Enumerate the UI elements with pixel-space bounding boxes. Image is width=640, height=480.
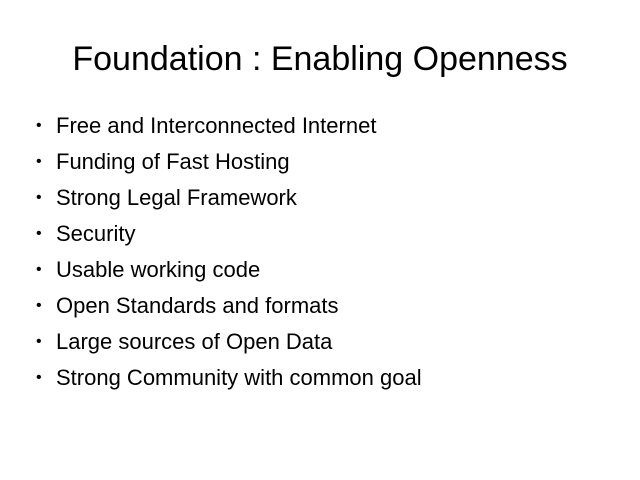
list-item: • Security (36, 216, 422, 252)
bullet-icon: • (36, 153, 42, 170)
bullet-icon: • (36, 369, 42, 386)
bullet-text: Usable working code (56, 257, 261, 282)
bullet-icon: • (36, 117, 42, 134)
bullet-icon: • (36, 189, 42, 206)
list-item: • Strong Legal Framework (36, 180, 422, 216)
list-item: • Funding of Fast Hosting (36, 144, 422, 180)
bullet-text: Open Standards and formats (56, 293, 339, 318)
list-item: • Open Standards and formats (36, 288, 422, 324)
bullet-list: • Free and Interconnected Internet • Fun… (36, 108, 422, 396)
bullet-icon: • (36, 297, 42, 314)
bullet-text: Free and Interconnected Internet (56, 113, 377, 138)
bullet-icon: • (36, 225, 42, 242)
bullet-text: Funding of Fast Hosting (56, 149, 290, 174)
list-item: • Large sources of Open Data (36, 324, 422, 360)
slide-title: Foundation : Enabling Openness (72, 40, 568, 78)
list-item: • Strong Community with common goal (36, 360, 422, 396)
bullet-icon: • (36, 333, 42, 350)
list-item: • Usable working code (36, 252, 422, 288)
bullet-text: Strong Community with common goal (56, 365, 422, 390)
bullet-text: Large sources of Open Data (56, 329, 333, 354)
bullet-text: Security (56, 221, 136, 246)
bullet-text: Strong Legal Framework (56, 185, 297, 210)
list-item: • Free and Interconnected Internet (36, 108, 422, 144)
bullet-icon: • (36, 261, 42, 278)
